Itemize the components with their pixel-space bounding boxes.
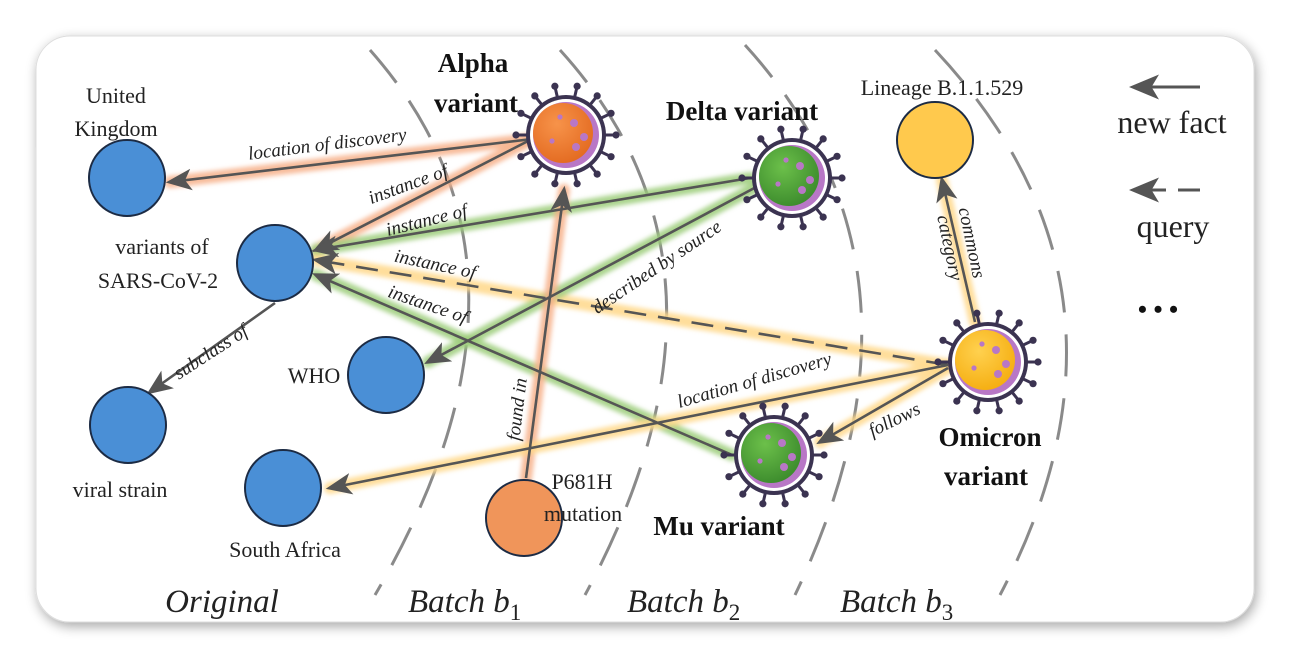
edge-commons-category[interactable] [936, 175, 977, 323]
node-viral-strain[interactable] [89, 386, 167, 464]
legend: new fact query • • • [1117, 74, 1227, 324]
batch-label-1: Batch b1 [408, 584, 521, 625]
edge-delta-instance[interactable] [311, 176, 751, 258]
mu-variant-virus-icon[interactable] [720, 402, 828, 508]
node-variants-of-sars-cov-2[interactable] [236, 224, 314, 302]
batch-labels: Original Batch b1 Batch b2 Batch b3 [165, 584, 953, 625]
label-united-kingdom-line2: Kingdom [74, 116, 157, 141]
virus-nodes [512, 82, 1042, 508]
node-lineage-b11529[interactable] [896, 101, 974, 179]
edge-mu-instance[interactable] [312, 273, 733, 457]
legend-query-label: query [1137, 208, 1210, 244]
batch-label-3: Batch b3 [840, 584, 953, 625]
batch-arc-4 [933, 48, 1068, 596]
batch-arc-3 [743, 43, 864, 596]
label-omicron-line2: variant [944, 461, 1028, 491]
edge-found-in[interactable] [524, 185, 572, 479]
node-united-kingdom[interactable] [88, 139, 166, 217]
node-who[interactable] [347, 336, 425, 414]
legend-ellipsis: • • • [1138, 295, 1178, 324]
omicron-variant-virus-icon[interactable] [934, 309, 1042, 415]
label-lineage: Lineage B.1.1.529 [861, 75, 1024, 100]
label-variants-line1: variants of [115, 234, 209, 259]
edge-subclass-of[interactable] [146, 301, 276, 395]
node-labels: United Kingdom variants of SARS-CoV-2 vi… [73, 48, 1042, 562]
edge-omicron-location-sa[interactable] [325, 363, 949, 495]
edge-omicron-instance[interactable] [311, 252, 949, 367]
entity-nodes [88, 101, 974, 557]
alpha-variant-virus-icon[interactable] [512, 82, 620, 188]
label-united-kingdom-line1: United [86, 83, 146, 108]
label-south-africa: South Africa [229, 537, 341, 562]
label-alpha-line1: Alpha [438, 48, 509, 78]
label-alpha-line2: variant [434, 88, 518, 118]
node-p681h-mutation[interactable] [485, 479, 563, 557]
delta-variant-virus-icon[interactable] [738, 125, 846, 231]
label-variants-line2: SARS-CoV-2 [98, 268, 218, 293]
node-south-africa[interactable] [244, 449, 322, 527]
label-omicron-line1: Omicron [939, 422, 1042, 452]
edge-alpha-location-uk[interactable] [165, 133, 567, 191]
edge-alpha-instance[interactable] [312, 138, 531, 252]
edge-described-by-source[interactable] [424, 183, 761, 365]
label-p681h-line2: mutation [544, 501, 622, 526]
label-who: WHO [288, 363, 341, 388]
edge-follows[interactable] [816, 366, 949, 445]
batch-arc-1 [368, 49, 471, 596]
label-viral-strain: viral strain [73, 477, 168, 502]
batch-label-2: Batch b2 [627, 584, 740, 625]
batch-label-original: Original [165, 584, 279, 620]
edges [146, 133, 977, 495]
legend-new-fact-label: new fact [1117, 104, 1226, 140]
diagram-panel [35, 35, 1255, 623]
label-mu: Mu variant [653, 511, 784, 541]
label-p681h-line1: P681H [551, 469, 612, 494]
label-delta: Delta variant [666, 96, 818, 126]
